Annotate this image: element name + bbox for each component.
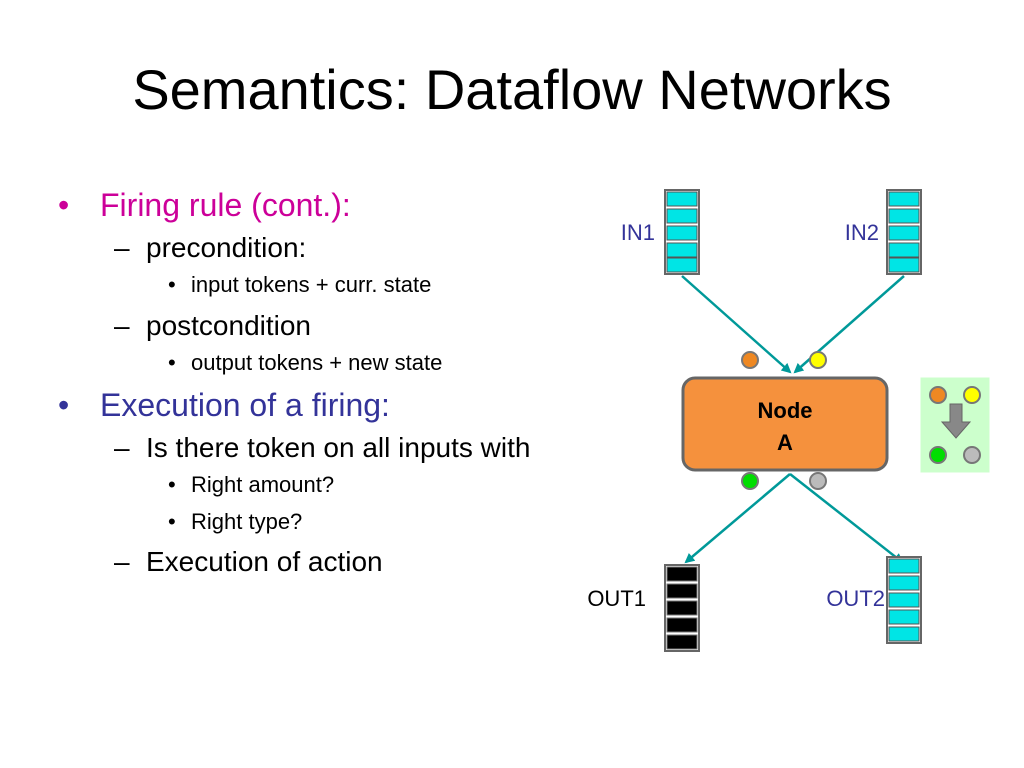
in1-queue <box>664 189 700 275</box>
out1-queue <box>664 564 700 652</box>
token-green-output <box>741 472 759 490</box>
bullet-postcondition: – postcondition <box>58 308 558 343</box>
bullet-postcondition-detail: • output tokens + new state <box>58 349 558 378</box>
bullet-dot: • <box>58 187 70 223</box>
bullet-precondition-detail: • input tokens + curr. state <box>58 271 558 300</box>
node-label-line1: Node <box>758 398 813 423</box>
bullet-postcondition-detail-text: output tokens + new state <box>191 349 443 375</box>
bullet-token-question-text: Is there token on all inputs with <box>146 431 531 463</box>
token-gray-output <box>809 472 827 490</box>
legend-token-orange <box>929 386 947 404</box>
bullet-firing-rule-text: Firing rule (cont.): <box>100 187 351 223</box>
bullet-right-type: • Right type? <box>58 508 558 537</box>
bullet-right-type-text: Right type? <box>191 508 303 534</box>
legend-token-gray <box>963 446 981 464</box>
bullet-dash: – <box>114 431 130 463</box>
bullet-dash: – <box>114 309 130 341</box>
bullet-dash: – <box>114 232 130 264</box>
bullet-dot: • <box>168 471 176 497</box>
out1-label: OUT1 <box>587 586 646 611</box>
out2-queue <box>886 556 922 644</box>
bullet-precondition-detail-text: input tokens + curr. state <box>191 272 432 298</box>
bullet-dot: • <box>168 349 176 375</box>
bullet-list: • Firing rule (cont.): – precondition: •… <box>58 186 558 585</box>
bullet-precondition-text: precondition: <box>146 232 307 264</box>
node-a: Node A <box>681 376 889 472</box>
bullet-dot: • <box>58 386 70 423</box>
arrow-in1-to-node <box>681 275 792 374</box>
bullet-dash: – <box>114 546 130 578</box>
state-transition-legend <box>920 377 990 473</box>
bullet-dot: • <box>168 508 176 534</box>
token-yellow-input <box>809 351 827 369</box>
bullet-execution-action: – Execution of action <box>58 544 558 579</box>
down-arrow-icon <box>940 403 972 439</box>
in2-queue <box>886 189 922 275</box>
arrow-node-to-out2 <box>789 473 904 564</box>
bullet-precondition: – precondition: <box>58 230 558 265</box>
slide-title: Semantics: Dataflow Networks <box>132 58 892 121</box>
bullet-execution-action-text: Execution of action <box>146 546 383 578</box>
bullet-firing-rule: • Firing rule (cont.): <box>58 186 558 224</box>
bullet-dot: • <box>168 272 176 298</box>
arrow-node-to-out1 <box>684 473 791 564</box>
in1-label: IN1 <box>621 220 655 245</box>
bullet-right-amount-text: Right amount? <box>191 471 335 497</box>
in2-label: IN2 <box>845 220 879 245</box>
bullet-postcondition-text: postcondition <box>146 309 312 341</box>
out2-label: OUT2 <box>826 586 885 611</box>
token-orange-input <box>741 351 759 369</box>
bullet-execution-text: Execution of a firing: <box>100 386 390 423</box>
bullet-right-amount: • Right amount? <box>58 471 558 500</box>
legend-token-green <box>929 446 947 464</box>
bullet-token-question: – Is there token on all inputs with <box>58 430 558 465</box>
node-label-line2: A <box>777 430 793 455</box>
legend-token-yellow <box>963 386 981 404</box>
bullet-execution: • Execution of a firing: <box>58 386 558 424</box>
